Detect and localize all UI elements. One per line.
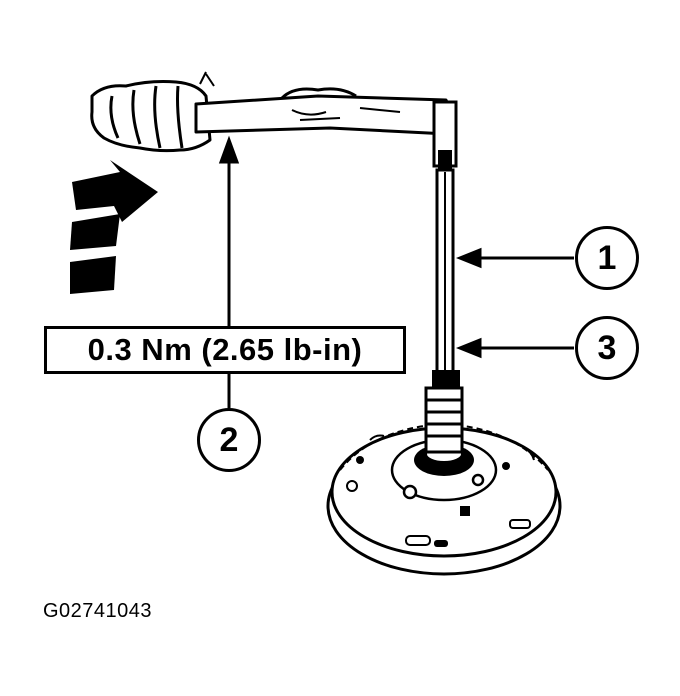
direction-arrow-icon <box>70 160 158 294</box>
flywheel-plate-icon <box>326 386 562 576</box>
torque-gauge-icon <box>194 87 458 170</box>
callout-2: 2 <box>197 408 261 472</box>
callout-3: 3 <box>575 316 639 380</box>
shaft-icon <box>432 168 460 390</box>
hand-icon <box>90 71 215 153</box>
figure-id: G02741043 <box>43 600 153 622</box>
torque-spec-label: 0.3 Nm (2.65 lb-in) <box>44 326 406 374</box>
callout-1: 1 <box>575 226 639 290</box>
